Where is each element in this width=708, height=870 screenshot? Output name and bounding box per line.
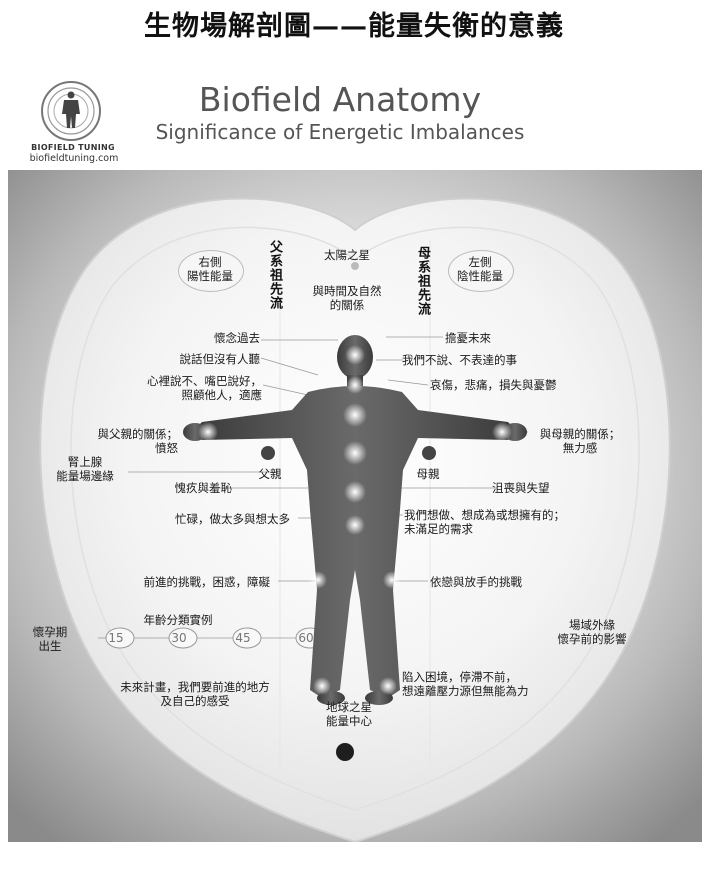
right-label-4: 沮喪與失望 xyxy=(492,481,550,495)
age-15: 15 xyxy=(108,631,124,645)
time-nature-label: 與時間及自然 的關係 xyxy=(312,284,382,312)
age-30: 30 xyxy=(171,631,187,645)
right-side-badge xyxy=(178,250,244,292)
right-label-2: 哀傷，悲痛，損失與憂鬱 xyxy=(430,378,557,392)
left-label-0: 懷念過去 xyxy=(214,331,260,345)
right-label-5: 我們想做、想成為或想擁有的； 未滿足的需求 xyxy=(404,508,565,536)
biofield-diagram xyxy=(8,170,702,842)
right-label-7: 陷入困境，停滯不前， 想遠離壓力源但無能為力 xyxy=(402,670,529,698)
left-label-3: 與父親的關係； 憤怒 xyxy=(97,427,179,455)
right-label-6: 依戀與放手的挑戰 xyxy=(430,575,522,589)
left-side-badge xyxy=(448,250,514,292)
left-label-7: 前進的挑戰，困惑，障礙 xyxy=(143,575,271,589)
biofield-tuning-logo-icon xyxy=(41,81,101,141)
right-label-0: 擔憂未來 xyxy=(445,331,491,345)
father-lineage-label: 父系祖先流 xyxy=(267,240,282,310)
mother-lineage-label: 母系祖先流 xyxy=(415,246,430,316)
left-side-label: 左側 陰性能量 xyxy=(457,255,503,283)
age-timeline-title: 年齡分類實例 xyxy=(143,613,213,627)
father-label: 父親 xyxy=(258,467,282,481)
right-label-1: 我們不說、不表達的事 xyxy=(402,353,517,367)
mother-label: 母親 xyxy=(416,467,440,481)
left-label-6: 忙碌，做太多與想太多 xyxy=(175,512,290,526)
left-label-8: 未來計畫，我們要前進的地方 及自己的感受 xyxy=(120,680,270,708)
age-timeline-start: 懷孕期 出生 xyxy=(32,625,68,653)
outer-edge-label: 場域外緣 懷孕前的影響 xyxy=(557,618,627,646)
left-label-1: 說話但沒有人聽 xyxy=(179,352,261,366)
brand-url: biofieldtuning.com xyxy=(29,153,119,164)
page-title: 生物場解剖圖——能量失衡的意義 xyxy=(144,11,564,42)
right-label-3: 與母親的關係； 無力感 xyxy=(539,427,621,455)
earth-star-label: 地球之星 能量中心 xyxy=(326,700,372,728)
brand-name: BIOFIELD TUNING xyxy=(31,143,115,152)
right-side-label: 右側 陽性能量 xyxy=(187,255,233,283)
diagram-title: Biofield Anatomy xyxy=(198,80,482,119)
left-label-4: 腎上腺 能量場邊緣 xyxy=(56,455,114,483)
age-60: 60 xyxy=(298,631,314,645)
diagram-subtitle: Significance of Energetic Imbalances xyxy=(155,120,525,144)
left-label-5: 愧疚與羞恥 xyxy=(174,481,233,495)
left-label-2: 心裡說不、嘴巴說好， 照顧他人，適應 xyxy=(147,374,262,402)
age-45: 45 xyxy=(235,631,251,645)
sun-star-label: 太陽之星 xyxy=(324,248,370,262)
